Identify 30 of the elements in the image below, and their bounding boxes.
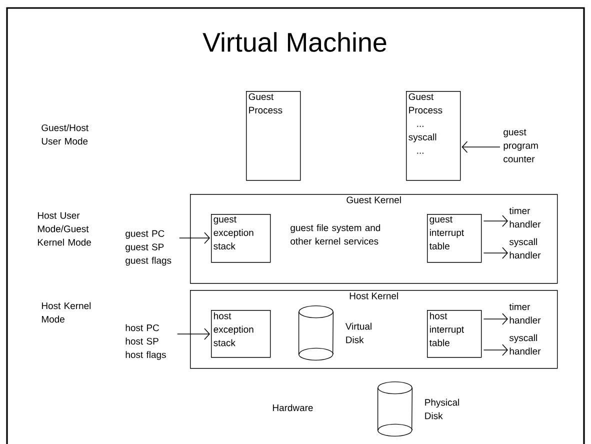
arrow (483, 215, 508, 227)
mode-label: Guest/Host User Mode (42, 124, 88, 145)
interrupt-table-box: guest interrupt table (427, 214, 482, 263)
disk-label: Virtual Disk (345, 322, 372, 344)
register-list: guest PC guest SP guest flags (126, 230, 172, 266)
mode-label: Host Kernel Mode (42, 302, 91, 323)
arrow (483, 247, 508, 259)
disk-cylinder (377, 381, 413, 437)
process-box: Guest Process (246, 91, 301, 181)
mode-label: Host User Mode/Guest Kernel Mode (38, 212, 91, 246)
register-list: host PC host SP host flags (126, 324, 166, 360)
arrow (483, 344, 508, 356)
arrow (179, 232, 210, 244)
interrupt-table-box: host interrupt table (427, 310, 482, 358)
stack-box: guest exception stack (211, 214, 271, 263)
arrow (462, 141, 500, 153)
title: Virtual Machine (202, 32, 386, 52)
handler-label: timer handler (509, 303, 541, 324)
pointer-label: guest program counter (504, 129, 538, 162)
arrow (483, 313, 508, 325)
disk-cylinder (298, 305, 334, 361)
stack-box: host exception stack (211, 310, 271, 358)
mode-label: Hardware (272, 404, 313, 412)
body-text: guest file system and other kernel services (290, 224, 380, 245)
handler-label: syscall handler (509, 238, 541, 259)
arrow (177, 328, 210, 340)
process-box: Guest Process ... syscall ... (406, 91, 461, 181)
handler-label: syscall handler (509, 334, 541, 355)
handler-label: timer handler (509, 207, 541, 228)
disk-label: Physical Disk (425, 398, 459, 420)
